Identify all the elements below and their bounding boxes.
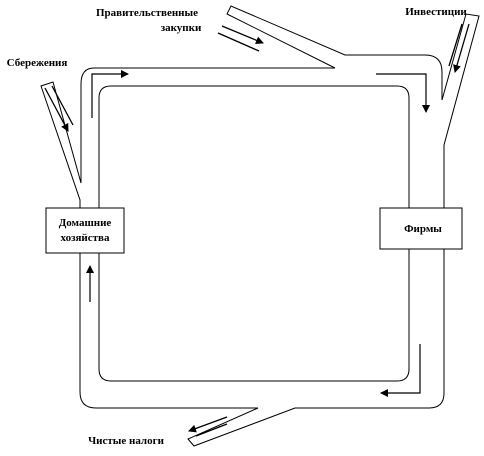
households-label-line2: хозяйства (60, 232, 110, 244)
households-label-line1: Домашние (59, 217, 112, 229)
net-taxes-label: Чистые налоги (88, 435, 165, 447)
external-arrows (44, 23, 470, 437)
firms-node: Фирмы (379, 207, 463, 250)
government-label-line1: Правительственные (96, 7, 198, 19)
pipe-inner-contour (98, 85, 410, 382)
flow-arrows (86, 70, 430, 397)
net-taxes-arrow (188, 416, 228, 433)
top-left-flow-arrow (91, 70, 129, 118)
investment-arrow (453, 23, 470, 73)
investment-label: Инвестиции (405, 6, 467, 18)
bottom-right-flow-arrow (380, 344, 421, 397)
firms-label: Фирмы (404, 223, 442, 235)
households-node: Домашние хозяйства (45, 207, 125, 254)
government-arrow (221, 25, 264, 45)
top-right-flow-arrow (376, 73, 430, 113)
savings-label: Сбережения (7, 57, 68, 69)
savings-arrow (44, 87, 69, 132)
government-label-line2: закупки (161, 22, 202, 34)
